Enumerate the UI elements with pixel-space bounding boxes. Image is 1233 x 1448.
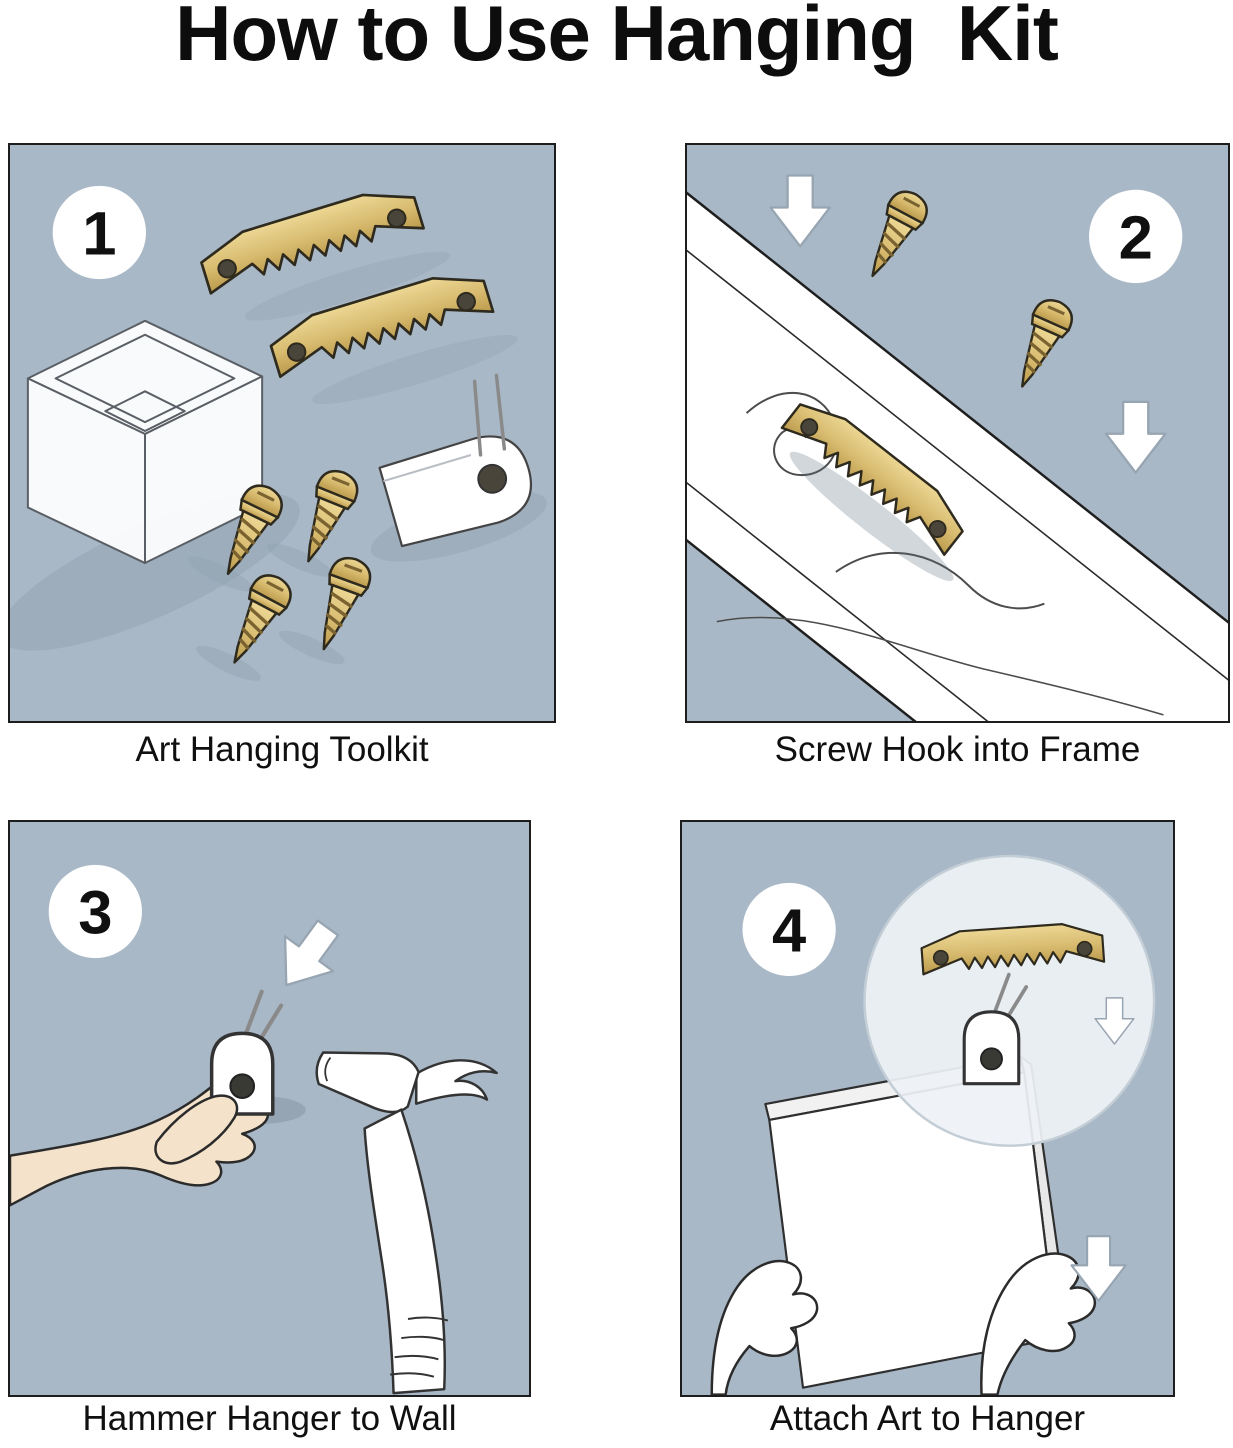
- shadow: [789, 451, 954, 582]
- picture-frame-board: [687, 191, 1228, 721]
- hand-icon: [710, 1252, 1096, 1395]
- step-1-caption: Art Hanging Toolkit: [135, 730, 429, 769]
- step-number-badge: 4: [742, 882, 836, 977]
- step-4-illustration: 4: [710, 854, 1156, 1395]
- step-4-panel: 4: [680, 820, 1175, 1397]
- step-4-caption: Attach Art to Hanger: [769, 1399, 1086, 1438]
- step-2-caption: Screw Hook into Frame: [774, 730, 1141, 769]
- step-3-panel: 3: [8, 820, 531, 1397]
- down-arrow-icon: [261, 909, 354, 1004]
- step-number: 4: [772, 896, 806, 965]
- magnifier-circle-icon: [863, 854, 1156, 1147]
- wall-hook-icon: [378, 373, 533, 548]
- step-2-illustration: 2: [687, 174, 1228, 721]
- step-3-caption: Hammer Hanger to Wall: [82, 1399, 457, 1438]
- step-number-badge: 3: [48, 864, 142, 959]
- step-2-panel: 2: [685, 143, 1230, 723]
- page-title: How to Use Hanging Kit: [175, 0, 1059, 77]
- step-3-illustration: 3: [10, 864, 498, 1395]
- thumb: [154, 1094, 239, 1165]
- step-number: 1: [82, 199, 116, 268]
- step-number-badge: 2: [1089, 189, 1183, 284]
- screw-icon: [853, 183, 935, 287]
- step-number: 3: [78, 878, 112, 947]
- step-number: 2: [1119, 203, 1153, 272]
- step-number-badge: 1: [52, 185, 147, 280]
- down-arrow-icon: [1104, 400, 1167, 474]
- down-arrow-icon: [769, 174, 831, 248]
- toolkit-box-icon: [26, 319, 264, 565]
- step-1-illustration: 1: [10, 179, 547, 681]
- hammer-icon: [315, 1051, 498, 1395]
- step-1-panel: 1: [8, 143, 556, 723]
- screw-icon: [1002, 292, 1080, 397]
